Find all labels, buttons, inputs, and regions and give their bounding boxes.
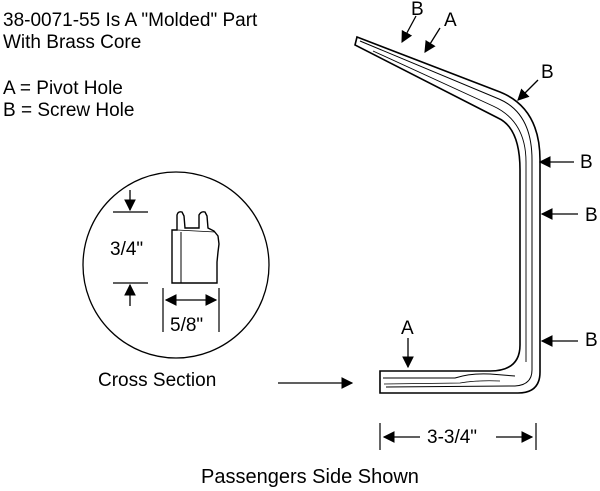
arm-outline — [354, 35, 541, 394]
arm-part — [354, 35, 541, 394]
label-right-screw-hole-2: B — [585, 205, 598, 226]
label-right-screw-hole-1: B — [580, 152, 593, 173]
label-top-pivot-hole: A — [444, 10, 457, 31]
label-top-screw-hole: B — [411, 0, 424, 20]
arrow-top-screw-hole — [401, 15, 417, 44]
arm-inner-line-1 — [359, 40, 533, 388]
detail-circle — [82, 171, 270, 359]
part-note-line1: 38-0071-55 Is A "Molded" Part — [3, 10, 258, 31]
cross-section-caption: Cross Section — [98, 370, 217, 391]
label-right-screw-hole-3: B — [585, 330, 598, 351]
footer-caption: Passengers Side Shown — [201, 466, 419, 488]
base-plate-detail-2 — [383, 380, 501, 385]
arrow-bend-screw-hole — [517, 79, 539, 101]
label-bottom-pivot-hole: A — [401, 318, 414, 339]
cross-section-detail — [82, 171, 270, 359]
cross-section-height-label: 3/4" — [110, 239, 144, 260]
cross-section-width-label: 5/8" — [170, 315, 204, 336]
arm-inner-line-2 — [372, 50, 527, 362]
legend-pivot-hole: A = Pivot Hole — [3, 78, 123, 99]
base-plate-detail — [383, 373, 516, 379]
legend-screw-hole: B = Screw Hole — [3, 100, 135, 121]
base-width-dimension-label: 3-3/4" — [427, 427, 478, 448]
profile-inner-top — [176, 229, 216, 233]
label-bend-screw-hole: B — [541, 62, 554, 83]
part-note-line2: With Brass Core — [3, 32, 142, 53]
cross-section-profile — [171, 211, 220, 284]
arrow-top-pivot-hole — [424, 27, 441, 53]
